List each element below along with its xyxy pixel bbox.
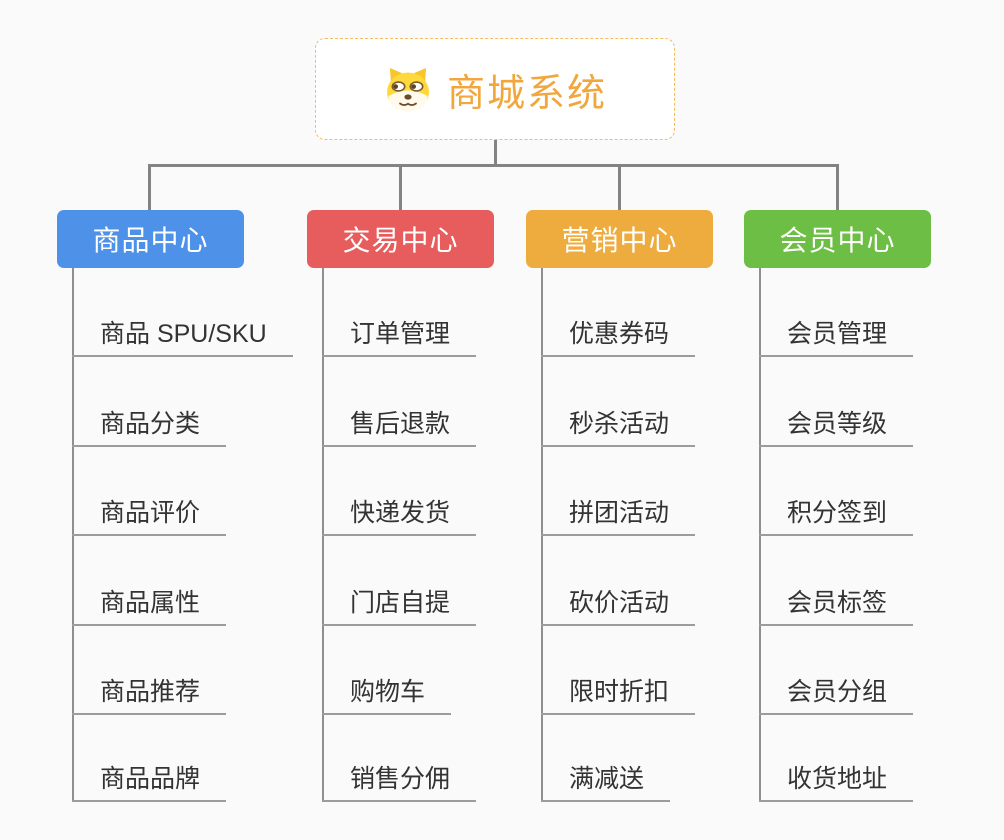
leaf-node[interactable]: 商品评价 xyxy=(72,498,227,536)
leaf-node[interactable]: 会员等级 xyxy=(759,409,914,447)
leaf-node[interactable]: 商品分类 xyxy=(72,409,227,447)
leaf-node[interactable]: 拼团活动 xyxy=(541,498,696,536)
leaf-node[interactable]: 秒杀活动 xyxy=(541,409,696,447)
branch-node-trade-center[interactable]: 交易中心 xyxy=(307,210,494,268)
branch-trade-center: 交易中心 订单管理 售后退款 快递发货 门店自提 购物车 销售分佣 xyxy=(307,210,617,810)
leaf-node[interactable]: 商品属性 xyxy=(72,588,227,626)
leaf-node[interactable]: 砍价活动 xyxy=(541,588,696,626)
leaf-node[interactable]: 商品推荐 xyxy=(72,677,227,715)
leaf-node[interactable]: 会员标签 xyxy=(759,588,914,626)
branch-member-center: 会员中心 会员管理 会员等级 积分签到 会员标签 会员分组 收货地址 xyxy=(744,210,1004,810)
leaf-node[interactable]: 门店自提 xyxy=(322,588,477,626)
connector-drop-1 xyxy=(148,164,151,211)
leaf-node[interactable]: 销售分佣 xyxy=(322,764,477,802)
connector-rail xyxy=(148,164,839,167)
dog-face-icon xyxy=(386,68,429,112)
leaf-node[interactable]: 快递发货 xyxy=(322,498,477,536)
leaf-node[interactable]: 积分签到 xyxy=(759,498,914,536)
connector-drop-2 xyxy=(399,164,402,211)
branch-label: 交易中心 xyxy=(342,225,459,256)
leaf-node[interactable]: 购物车 xyxy=(322,677,452,715)
branch-label: 营销中心 xyxy=(561,225,678,256)
leaf-node[interactable]: 优惠券码 xyxy=(541,319,696,357)
leaf-node[interactable]: 商品品牌 xyxy=(72,764,227,802)
connector-drop-3 xyxy=(618,164,621,211)
branch-node-marketing-center[interactable]: 营销中心 xyxy=(526,210,713,268)
branch-node-product-center[interactable]: 商品中心 xyxy=(57,210,244,268)
root-title: 商城系统 xyxy=(446,72,607,115)
leaf-node[interactable]: 会员分组 xyxy=(759,677,914,715)
connector-root-stem xyxy=(494,140,497,166)
branch-label: 会员中心 xyxy=(779,225,896,256)
leaf-node[interactable]: 商品 SPU/SKU xyxy=(72,319,293,357)
leaf-node[interactable]: 订单管理 xyxy=(322,319,477,357)
connector-drop-4 xyxy=(836,164,839,211)
leaf-node[interactable]: 满减送 xyxy=(541,764,671,802)
branch-node-member-center[interactable]: 会员中心 xyxy=(744,210,931,268)
leaf-node[interactable]: 售后退款 xyxy=(322,409,477,447)
leaf-node[interactable]: 收货地址 xyxy=(759,764,914,802)
leaf-node[interactable]: 会员管理 xyxy=(759,319,914,357)
branch-marketing-center: 营销中心 优惠券码 秒杀活动 拼团活动 砍价活动 限时折扣 满减送 xyxy=(526,210,836,810)
branch-label: 商品中心 xyxy=(92,225,209,256)
branch-product-center: 商品中心 商品 SPU/SKU 商品分类 商品评价 商品属性 商品推荐 商品品牌 xyxy=(57,210,367,810)
leaf-node[interactable]: 限时折扣 xyxy=(541,677,696,715)
root-node[interactable]: 商城系统 xyxy=(315,38,675,140)
